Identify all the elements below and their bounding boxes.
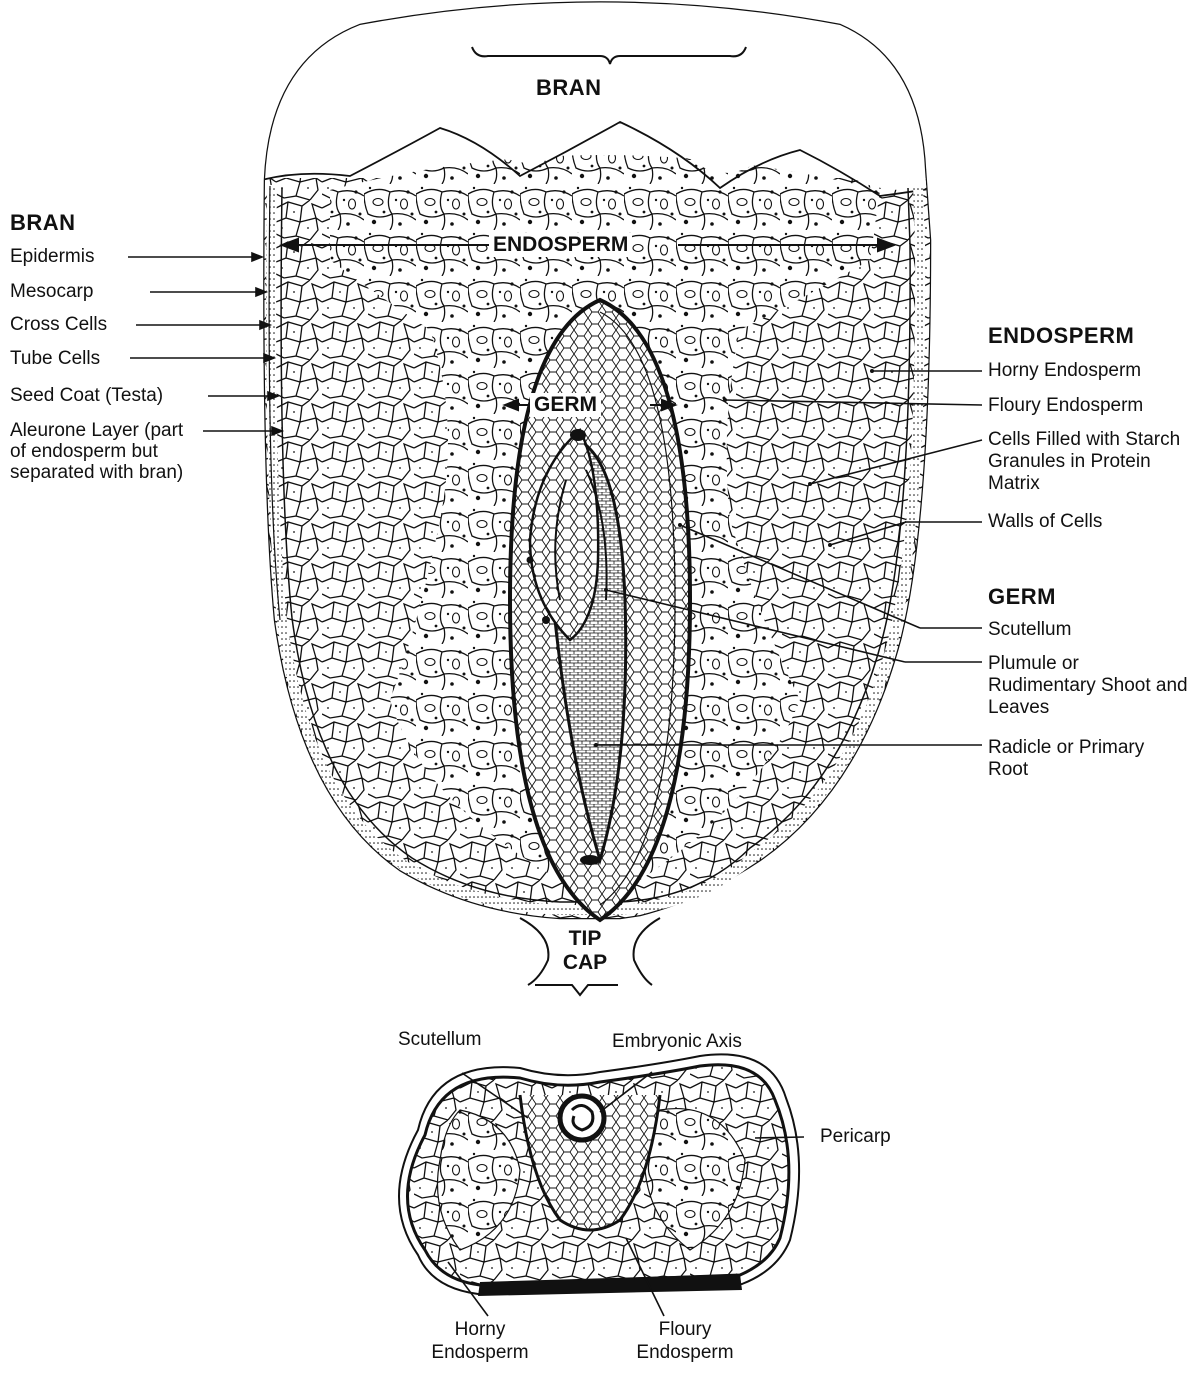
cs-floury-endosperm-label: Floury Endosperm xyxy=(625,1318,745,1364)
cs-scutellum-label: Scutellum xyxy=(398,1028,481,1051)
cs-pericarp-label: Pericarp xyxy=(820,1125,891,1148)
right-endosperm-heading: ENDOSPERM xyxy=(988,324,1134,347)
cross-cells-label: Cross Cells xyxy=(10,313,107,336)
top-bran-label: BRAN xyxy=(536,76,602,99)
aleurone-layer-label: Aleurone Layer (part of endosperm but se… xyxy=(10,420,196,483)
cells-filled-label: Cells Filled with Starch Granules in Pro… xyxy=(988,429,1188,495)
seed-coat-label: Seed Coat (Testa) xyxy=(10,384,163,407)
walls-of-cells-label: Walls of Cells xyxy=(988,510,1102,533)
endosperm-tag: ENDOSPERM xyxy=(489,233,632,257)
tip-cap-line1: TIP xyxy=(557,927,613,951)
right-germ-heading: GERM xyxy=(988,585,1056,608)
left-bran-heading: BRAN xyxy=(10,211,76,234)
scutellum-label: Scutellum xyxy=(988,618,1071,641)
tube-cells-label: Tube Cells xyxy=(10,347,100,370)
radicle-label: Radicle or Primary Root xyxy=(988,737,1148,781)
epidermis-label: Epidermis xyxy=(10,245,94,268)
horny-endosperm-label: Horny Endosperm xyxy=(988,359,1141,382)
cs-horny-endosperm-label: Horny Endosperm xyxy=(420,1318,540,1364)
kernel-cross-section xyxy=(399,1054,804,1316)
germ-tag: GERM xyxy=(530,393,601,417)
left-leader-lines xyxy=(128,253,282,435)
tip-cap-line2: CAP xyxy=(557,951,613,975)
cs-embryonic-axis-label: Embryonic Axis xyxy=(612,1030,742,1053)
floury-endosperm-label: Floury Endosperm xyxy=(988,394,1143,417)
tip-cap-label: TIP CAP xyxy=(553,927,617,975)
plumule-label: Plumule or Rudimentary Shoot and Leaves xyxy=(988,653,1188,719)
mesocarp-label: Mesocarp xyxy=(10,280,93,303)
